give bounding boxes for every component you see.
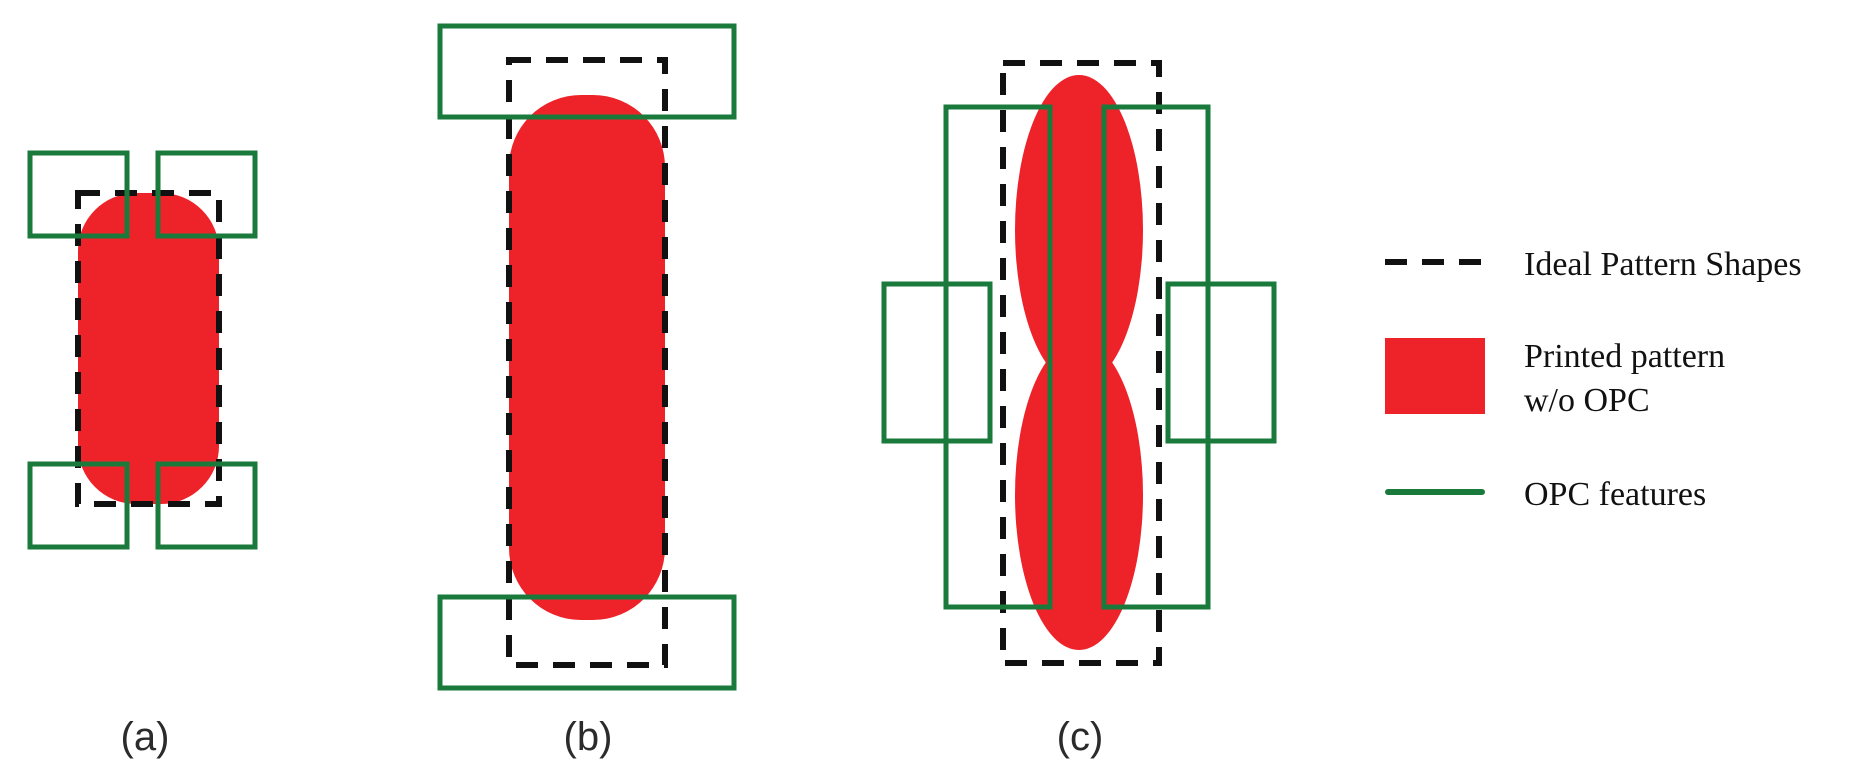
panel-c: (c) [881,60,1277,759]
ideal-pattern-shape-c [1000,60,1162,666]
opc-feature-b-top [437,23,737,120]
legend-printed-label-line1: Printed pattern [1524,338,1725,375]
panel-a: (a) [27,150,258,759]
opc-feature-a-top-left [27,150,130,239]
opc-feature-b-bottom [437,594,737,691]
panel-label-a: (a) [121,715,170,759]
panel-label-c: (c) [1057,715,1104,759]
legend: Ideal Pattern Shapes Printed pattern w/o… [1385,246,1802,513]
panel-label-b: (b) [564,715,613,759]
opc-feature-c-left-bar [943,104,1053,610]
ideal-pattern-shape-a [75,190,222,507]
legend-printed-swatch [1385,338,1485,414]
printed-pattern-c-lower-lobe [1015,340,1143,650]
ideal-pattern-shape-b [506,57,668,668]
printed-pattern-c-upper-lobe [1015,75,1143,385]
opc-feature-a-bottom-left [27,461,130,550]
printed-pattern-c-neck [1049,330,1109,400]
opc-feature-c-right-side [1165,281,1277,444]
printed-pattern-b [509,95,665,620]
panel-b: (b) [437,23,737,759]
opc-feature-c-right-bar [1101,104,1211,610]
legend-printed-label-line2: w/o OPC [1524,382,1650,419]
legend-ideal-label: Ideal Pattern Shapes [1524,246,1802,283]
opc-feature-c-left-side [881,281,993,444]
printed-pattern-a [78,193,219,504]
legend-opc-label: OPC features [1524,476,1706,513]
opc-feature-a-top-right [155,150,258,239]
opc-feature-a-bottom-right [155,461,258,550]
